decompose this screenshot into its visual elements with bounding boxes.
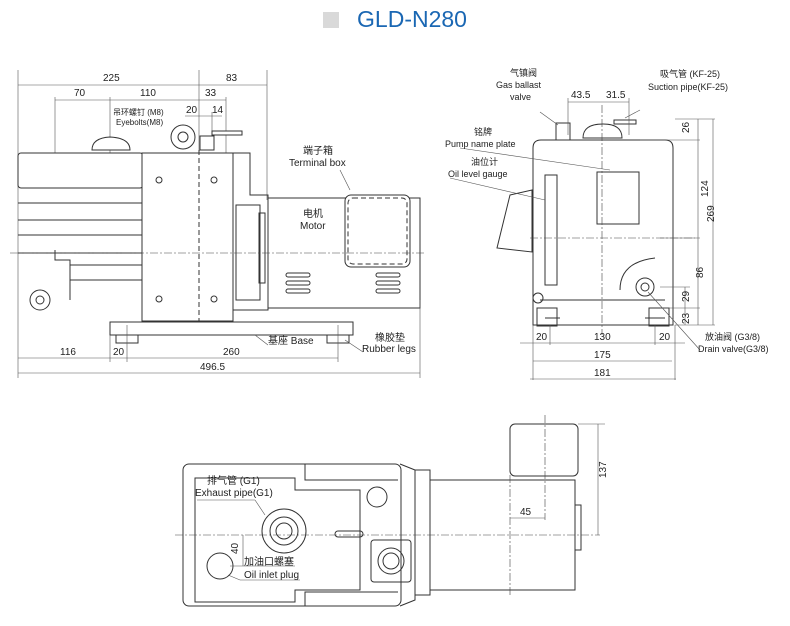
suction-pipe-label-cn: 吸气管 (KF-25)	[660, 68, 720, 79]
dim-20-left: 20	[536, 332, 548, 343]
dim-43-5: 43.5	[571, 90, 591, 101]
dim-496-5: 496.5	[200, 362, 225, 373]
rubber-legs-label-en: Rubber legs	[362, 344, 416, 355]
motor-vents	[285, 272, 401, 294]
dim-23: 23	[681, 312, 692, 324]
motor-label-cn: 电机	[303, 207, 323, 220]
title-marker	[323, 12, 340, 28]
dim-70: 70	[74, 88, 86, 99]
dim-40: 40	[230, 542, 241, 554]
name-plate-label-en: Pump name plate	[445, 139, 516, 149]
rubber-legs-label-cn: 橡胶垫	[375, 331, 405, 344]
dim-83: 83	[226, 73, 238, 84]
oil-gauge-label-en: Oil level gauge	[448, 169, 508, 179]
dim-116: 116	[60, 347, 76, 358]
base-label: 基座 Base	[268, 334, 314, 347]
oil-inlet-label-en: Oil inlet plug	[244, 570, 299, 581]
terminal-box-label-cn: 端子箱	[303, 144, 333, 157]
dim-130: 130	[594, 332, 611, 343]
dim-45: 45	[520, 507, 532, 518]
dim-86: 86	[695, 266, 706, 278]
dim-31-5: 31.5	[606, 90, 626, 101]
model-name: GLD-N280	[357, 6, 467, 32]
dim-110: 110	[140, 88, 156, 99]
side-view: 225 83 70 110 33 20 14 116 20 260 496.5 …	[10, 70, 425, 378]
name-plate-label-cn: 铭牌	[474, 126, 492, 137]
dim-269: 269	[706, 205, 717, 222]
oil-inlet-label-cn: 加油口螺塞	[244, 555, 294, 568]
dim-124: 124	[700, 180, 711, 197]
dim-175: 175	[594, 350, 611, 361]
gas-ballast-label-cn: 气镇阀	[510, 67, 537, 78]
dim-14: 14	[212, 105, 224, 116]
eyebolts-label-en: Eyebolts(M8)	[116, 118, 163, 127]
bolt-markers	[155, 176, 218, 303]
dim-260: 260	[223, 347, 240, 358]
terminal-box-label-en: Terminal box	[289, 158, 346, 169]
dim-225: 225	[103, 73, 120, 84]
drain-valve-label-en: Drain valve(G3/8)	[698, 344, 769, 354]
eyebolts-label-cn: 吊环螺钉 (M8)	[113, 107, 164, 117]
gas-ballast-label-en: Gas ballast	[496, 80, 542, 90]
dim-29: 29	[681, 290, 692, 302]
top-view: 137 45 40 排气管 (G1) Exhaust pipe(G1) 加油口螺…	[175, 415, 609, 607]
exhaust-pipe-label-cn: 排气管 (G1)	[207, 474, 260, 487]
dim-20-top: 20	[186, 105, 198, 116]
front-view: 43.5 31.5 26 124 269 86 29 23 20 130 20 …	[445, 67, 769, 380]
dim-33: 33	[205, 88, 217, 99]
exhaust-pipe-label-en: Exhaust pipe(G1)	[195, 488, 273, 499]
drain-valve-label-cn: 放油阀 (G3/8)	[705, 331, 760, 342]
motor-label-en: Motor	[300, 221, 326, 232]
suction-pipe-label-en: Suction pipe(KF-25)	[648, 82, 728, 92]
dim-20-right: 20	[659, 332, 671, 343]
dim-181: 181	[594, 368, 611, 379]
dim-20-bottom: 20	[113, 347, 125, 358]
page-title: GLD-N280	[0, 6, 790, 33]
oil-gauge-label-cn: 油位计	[471, 156, 498, 167]
dim-26: 26	[681, 121, 692, 133]
dim-137: 137	[598, 461, 609, 478]
gas-ballast-label-en2: valve	[510, 92, 531, 102]
